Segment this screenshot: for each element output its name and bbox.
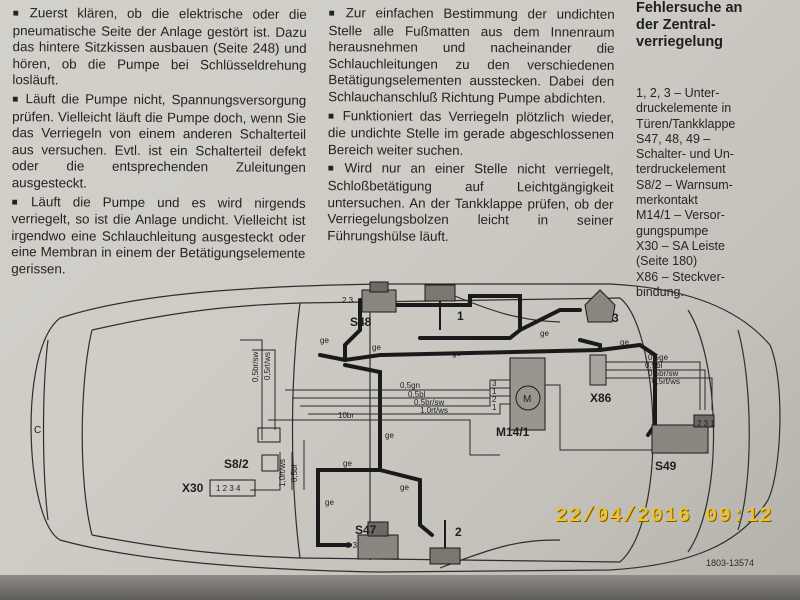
legend-line: X86 – Steckver- <box>636 269 725 284</box>
legend-line: Schalter- und Un- <box>636 147 734 162</box>
vacuum-element-1 <box>424 284 456 330</box>
vacuum-element-2 <box>429 520 461 565</box>
hose-label: ge <box>620 338 629 347</box>
pin-label: 2 <box>492 395 497 404</box>
wire-label: 0,5bl <box>645 361 663 370</box>
legend-line: druckelemente in <box>636 101 732 116</box>
pin-label: 1 <box>492 403 497 412</box>
letter-c: C <box>34 425 41 436</box>
legend-line: S8/2 – Warnsum- <box>636 177 733 192</box>
wire-label: 10br <box>338 411 354 420</box>
side-heading: Fehlersuche an der Zentral- verriegelung <box>636 0 796 51</box>
wire-label: 0,5rt/ws <box>652 377 680 386</box>
hose-label: ge <box>540 329 549 338</box>
wire-label: 0,5br/sw <box>251 352 260 382</box>
hose-label: ge <box>325 498 334 507</box>
legend: 1, 2, 3 – Unter- druckelemente in Türen/… <box>636 86 786 300</box>
label-element-1: 1 <box>457 309 464 323</box>
pin-label: 2 3 <box>342 296 354 305</box>
component-s48 <box>361 281 397 313</box>
legend-line: gungspumpe <box>636 223 709 238</box>
hose-label: ge <box>372 343 381 352</box>
hose-label: ge <box>343 459 352 468</box>
hose-label: ge <box>320 336 329 345</box>
wire-label: 0,5bl <box>290 464 299 482</box>
wire-label: 0,5br/sw <box>414 398 444 407</box>
pin-label: 1 <box>492 387 497 396</box>
wire-label: 1,0rt/ws <box>278 459 287 487</box>
connector-x30 <box>209 479 256 497</box>
label-element-3: 3 <box>612 311 619 325</box>
page-edge-shadow <box>0 575 800 600</box>
hose-label: ge <box>400 483 409 492</box>
wire-label: 0,5bl <box>408 390 426 399</box>
legend-line: 1, 2, 3 – Unter- <box>636 86 720 100</box>
hose-label: ge <box>385 431 394 440</box>
label-s49: S49 <box>655 459 677 473</box>
component-s49 <box>651 414 715 454</box>
heading-line: verriegelung <box>636 34 724 50</box>
vacuum-element-3 <box>584 289 616 323</box>
connector-x86 <box>589 354 607 386</box>
legend-line: (Seite 180) <box>636 254 698 269</box>
label-m14-1: M14/1 <box>496 425 530 439</box>
component-s8-2 <box>257 427 281 472</box>
legend-line: merkontakt <box>636 193 698 208</box>
heading-line: der Zentral- <box>636 17 716 33</box>
figure-number: 1803-13574 <box>706 558 755 568</box>
hose-label: ge <box>452 349 461 358</box>
label-x86: X86 <box>590 391 612 405</box>
wire-label: 1,0rt/ws <box>420 406 448 415</box>
pin-label: 1 2 3 4 <box>216 484 241 493</box>
legend-line: S47, 48, 49 – <box>636 131 711 146</box>
wire-label: 0,5ge <box>648 353 669 362</box>
pin-label: 3 <box>492 379 497 388</box>
label-s48: S48 <box>350 315 372 329</box>
pin-label: 2 3 1 <box>697 419 715 428</box>
camera-timestamp: 22/04/2016 09:12 <box>555 505 773 528</box>
legend-line: M14/1 – Versor- <box>636 208 725 223</box>
label-element-2: 2 <box>455 525 462 539</box>
wire-label: 0,5br/sw <box>648 369 678 378</box>
heading-line: Fehlersuche an <box>636 0 743 16</box>
label-x30: X30 <box>182 481 204 495</box>
label-s8-2: S8/2 <box>224 457 249 471</box>
electric-wires <box>240 339 713 491</box>
svg-text:M: M <box>523 394 531 405</box>
wire-label: 0,5gn <box>400 381 420 390</box>
label-s47: S47 <box>355 523 377 537</box>
legend-line: bindung. <box>636 284 684 299</box>
pin-label: 2 3 <box>346 541 358 550</box>
legend-line: X30 – SA Leiste <box>636 238 725 253</box>
wire-label: 0,5rt/ws <box>263 352 272 380</box>
component-s47 <box>357 521 399 560</box>
car-outline <box>30 283 781 573</box>
legend-line: Türen/Tankklappe <box>636 116 736 131</box>
component-m14-1: M <box>509 357 546 431</box>
legend-line: terdruckelement <box>636 162 726 177</box>
